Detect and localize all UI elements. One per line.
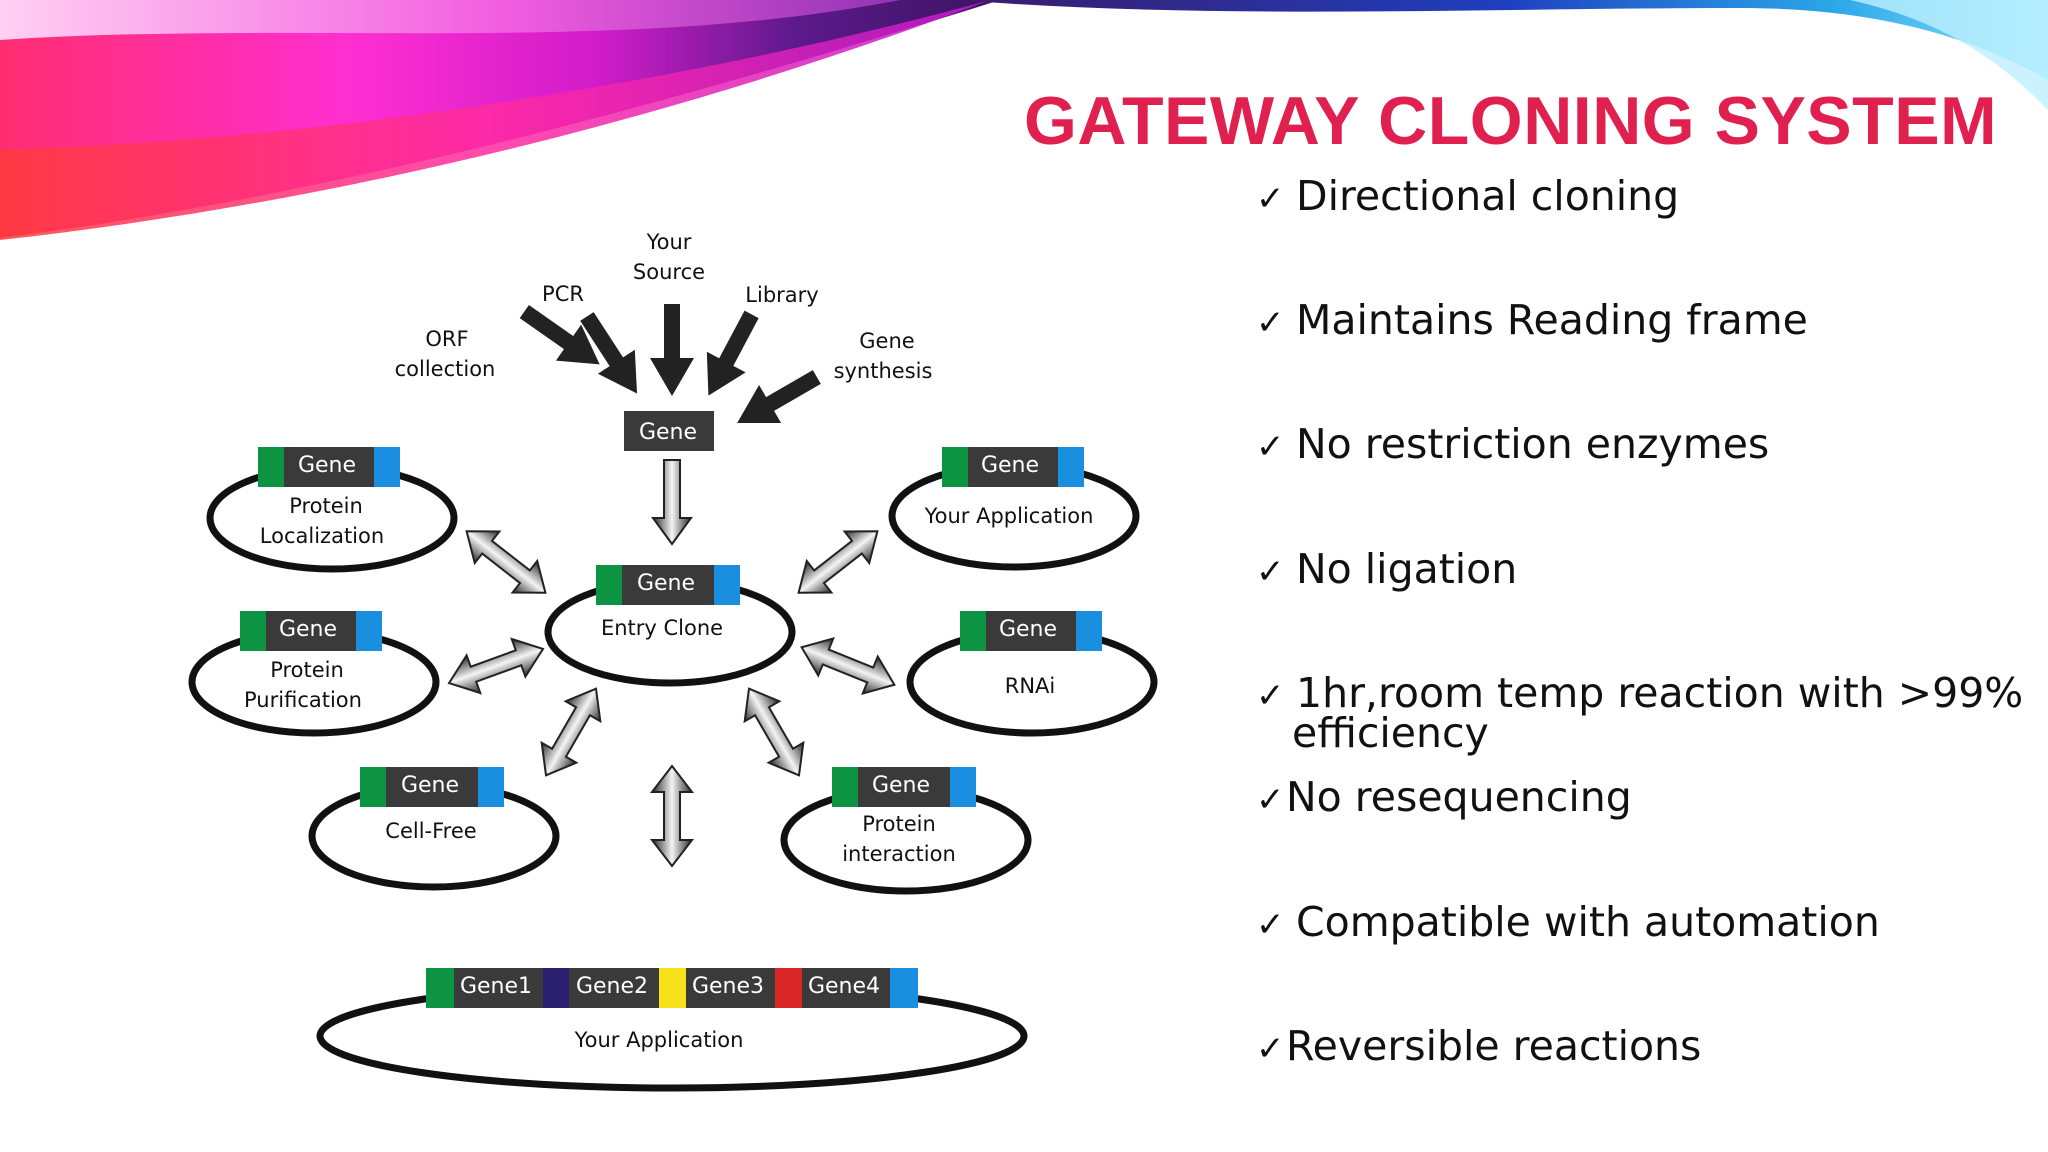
multi-gene-label: Your Application [574, 1028, 744, 1052]
arrow-gene-to-entry-clone [652, 459, 692, 545]
arrow-source-to-gene [650, 304, 694, 396]
bullet-item: ✓Compatible with automation [1256, 902, 1880, 946]
source-your-source-line2: Source [633, 260, 705, 284]
source-orf-line1: ORF [425, 327, 468, 351]
source-your-source-line1: Your [646, 230, 692, 254]
check-icon: ✓ [1256, 179, 1285, 219]
bullet-text-continuation: efficiency [1292, 709, 1489, 757]
bullet-text: Compatible with automation [1296, 898, 1880, 946]
plasmid-label-line2: interaction [842, 842, 956, 866]
plasmid-label-line2: Localization [260, 524, 384, 548]
plasmid-protein-localization: Gene Protein Localization [206, 447, 458, 573]
plasmid-label-line1: Your Application [924, 504, 1094, 528]
source-pcr: PCR [542, 282, 584, 306]
source-orf-collection: ORF collection [395, 327, 496, 381]
decorative-banner [0, 0, 2048, 240]
bullet-text: No ligation [1296, 545, 1518, 593]
bullet-item: ✓Reversible reactions [1256, 1026, 1701, 1070]
gene-box-label: Gene [639, 420, 697, 445]
check-icon: ✓ [1256, 676, 1285, 716]
arrow-entry-multi-gene [651, 765, 693, 867]
plasmid-label-line1: RNAi [1005, 674, 1056, 698]
source-orf-line2: collection [395, 357, 496, 381]
plasmid-rnai: Gene RNAi [906, 611, 1158, 737]
plasmid-label-line2: Purification [244, 688, 362, 712]
source-synthesis-line1: Gene [859, 329, 914, 353]
bullet-text: Reversible reactions [1286, 1022, 1702, 1070]
check-icon: ✓ [1256, 905, 1285, 945]
bullet-text: 1hr,room temp reaction with >99% [1296, 669, 2024, 717]
bullet-item: ✓Directional cloning [1256, 176, 1679, 220]
bullet-item: ✓No restriction enzymes [1256, 424, 1769, 468]
gene2-label: Gene2 [576, 974, 648, 999]
check-icon: ✓ [1256, 1029, 1285, 1069]
bullet-item: ✓Maintains Reading frame [1256, 300, 1808, 344]
source-your-source: Your Source [633, 230, 705, 284]
bullet-text: Maintains Reading frame [1296, 296, 1808, 344]
gene-label: Gene [637, 571, 695, 596]
plasmid-protein-interaction: Gene Protein interaction [780, 767, 1032, 895]
arrow-entry-localization [453, 514, 559, 610]
gene1-label: Gene1 [460, 974, 532, 999]
arrow-entry-rnai [793, 627, 903, 705]
plasmid-protein-purification: Gene Protein Purification [188, 611, 440, 737]
gene-label: Gene [298, 453, 356, 478]
arrow-entry-cell-free [527, 677, 615, 787]
plasmid-entry-clone: Gene Entry Clone [544, 565, 796, 687]
gene-label: Gene [401, 773, 459, 798]
plasmid-label-line1: Protein [270, 658, 344, 682]
plasmid-multi-gene: Gene1 Gene2 Gene3 Gene4 Your Application [316, 968, 1028, 1092]
gene-label: Gene [999, 617, 1057, 642]
bullet-text: No resequencing [1286, 773, 1632, 821]
check-icon: ✓ [1256, 552, 1285, 592]
source-library: Library [745, 283, 818, 307]
gene4-label: Gene4 [808, 974, 880, 999]
bullet-text: No restriction enzymes [1296, 420, 1770, 468]
arrow-entry-your-application [785, 514, 891, 610]
bullet-text: Directional cloning [1296, 172, 1680, 220]
bullet-item: ✓No ligation [1256, 549, 1517, 593]
source-synthesis-line2: synthesis [834, 359, 933, 383]
plasmid-your-application: Gene Your Application [888, 447, 1140, 571]
plasmid-cell-free: Gene Cell-Free [308, 767, 560, 891]
plasmid-label-line1: Protein [289, 494, 363, 518]
bullet-item: ✓No resequencing [1256, 777, 1632, 821]
arrow-entry-purification [441, 629, 551, 703]
source-gene-synthesis: Gene synthesis [834, 329, 933, 383]
gene3-label: Gene3 [692, 974, 764, 999]
arrow-entry-protein-interaction [730, 677, 818, 787]
gene-label: Gene [279, 617, 337, 642]
entry-clone-label: Entry Clone [601, 616, 723, 640]
bullet-item: ✓1hr,room temp reaction with >99% effici… [1256, 673, 2023, 754]
check-icon: ✓ [1256, 780, 1285, 820]
slide-title: GATEWAY CLONING SYSTEM [1024, 83, 1998, 159]
plasmid-label-line1: Cell-Free [385, 819, 476, 843]
gene-label: Gene [981, 453, 1039, 478]
gene-label: Gene [872, 773, 930, 798]
gene-box: Gene [624, 411, 714, 451]
check-icon: ✓ [1256, 427, 1285, 467]
plasmid-label-line1: Protein [862, 812, 936, 836]
check-icon: ✓ [1256, 303, 1285, 343]
